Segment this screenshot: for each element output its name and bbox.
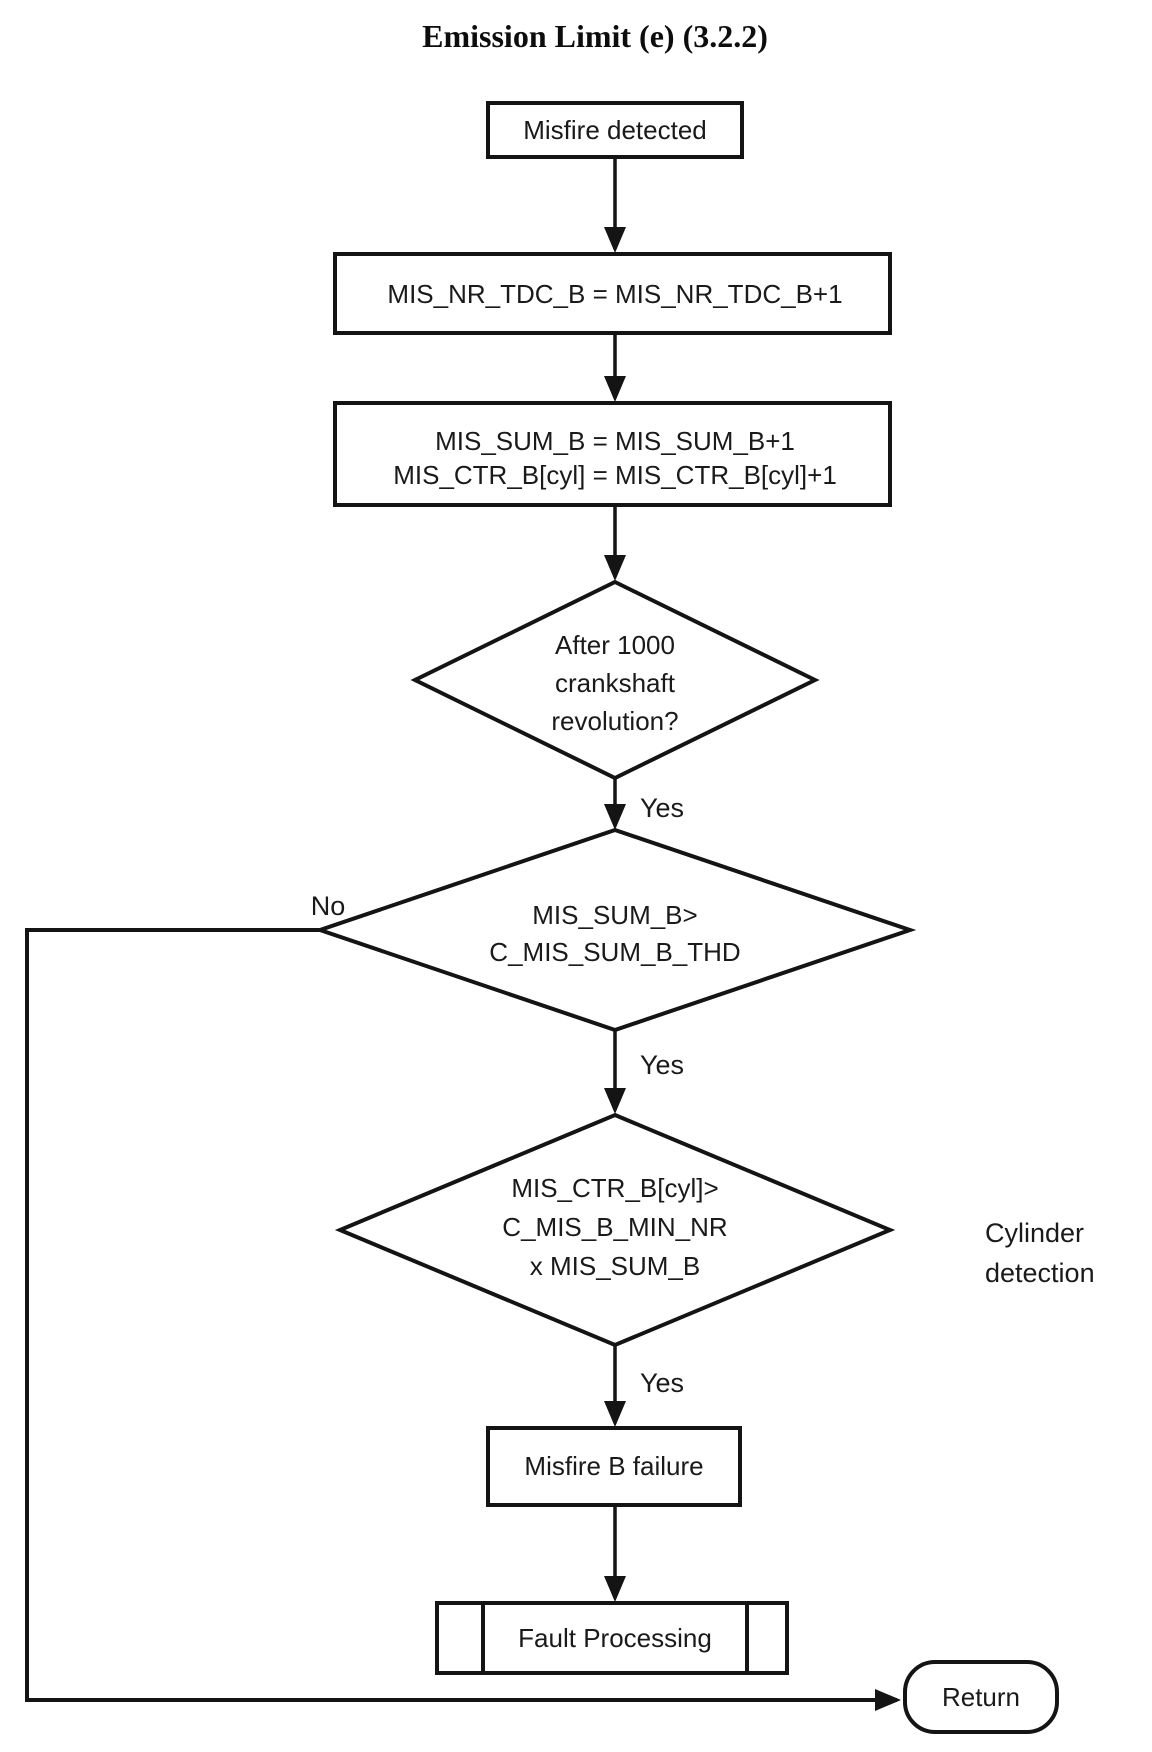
annotation-cylinder-detection: Cylinder detection: [985, 1218, 1095, 1288]
terminator-return: Return: [903, 1660, 1059, 1734]
annotation-cylinder-detection-line2: detection: [985, 1258, 1095, 1288]
decision-cylinder-line3: x MIS_SUM_B: [530, 1251, 701, 1281]
process-inc-tdc-box: [333, 252, 892, 335]
decision-revolution-line3: revolution?: [551, 706, 678, 736]
diagram-title: Emission Limit (e) (3.2.2): [422, 18, 768, 54]
return-label: Return: [942, 1682, 1020, 1712]
edge-label-yes-2: Yes: [640, 1050, 684, 1080]
decision-sum: MIS_SUM_B> C_MIS_SUM_B_THD: [313, 827, 917, 1033]
annotation-cylinder-detection-line1: Cylinder: [985, 1218, 1084, 1248]
process-inc-sum-box: [333, 401, 892, 507]
decision-cylinder: MIS_CTR_B[cyl]> C_MIS_B_MIN_NR x MIS_SUM…: [334, 1112, 896, 1348]
edge-label-yes-3: Yes: [640, 1368, 684, 1398]
process-misfire-failure: Misfire B failure: [486, 1426, 742, 1507]
decision-revolution: After 1000 crankshaft revolution?: [410, 579, 820, 781]
decision-revolution-line2: crankshaft: [555, 668, 676, 698]
process-misfire-failure-label: Misfire B failure: [524, 1451, 703, 1481]
process-inc-sum: MIS_SUM_B = MIS_SUM_B+1 MIS_CTR_B[cyl] =…: [333, 401, 892, 507]
fault-processing-box: [435, 1601, 789, 1675]
process-inc-tdc-label: MIS_NR_TDC_B = MIS_NR_TDC_B+1: [387, 279, 842, 309]
arrow-no-branch-to-return: [25, 928, 901, 1711]
predefined-process-fault-processing: Fault Processing: [435, 1601, 789, 1675]
process-inc-tdc: MIS_NR_TDC_B = MIS_NR_TDC_B+1: [333, 252, 892, 335]
fault-processing-label: Fault Processing: [518, 1623, 712, 1653]
decision-sum-line2: C_MIS_SUM_B_THD: [489, 937, 740, 967]
decision-cylinder-line1: MIS_CTR_B[cyl]>: [511, 1173, 718, 1203]
return-box: [903, 1660, 1059, 1734]
decision-cylinder-line2: C_MIS_B_MIN_NR: [502, 1212, 727, 1242]
decision-sum-diamond: [313, 827, 917, 1033]
start-node-label: Misfire detected: [523, 115, 707, 145]
process-misfire-failure-box: [486, 1426, 742, 1507]
edge-label-no: No: [311, 891, 346, 921]
decision-sum-line1: MIS_SUM_B>: [532, 900, 697, 930]
start-node: Misfire detected: [486, 101, 744, 159]
edge-label-yes-1: Yes: [640, 793, 684, 823]
process-inc-sum-line1: MIS_SUM_B = MIS_SUM_B+1: [435, 426, 795, 456]
process-inc-sum-line2: MIS_CTR_B[cyl] = MIS_CTR_B[cyl]+1: [393, 460, 837, 490]
decision-revolution-line1: After 1000: [555, 630, 675, 660]
